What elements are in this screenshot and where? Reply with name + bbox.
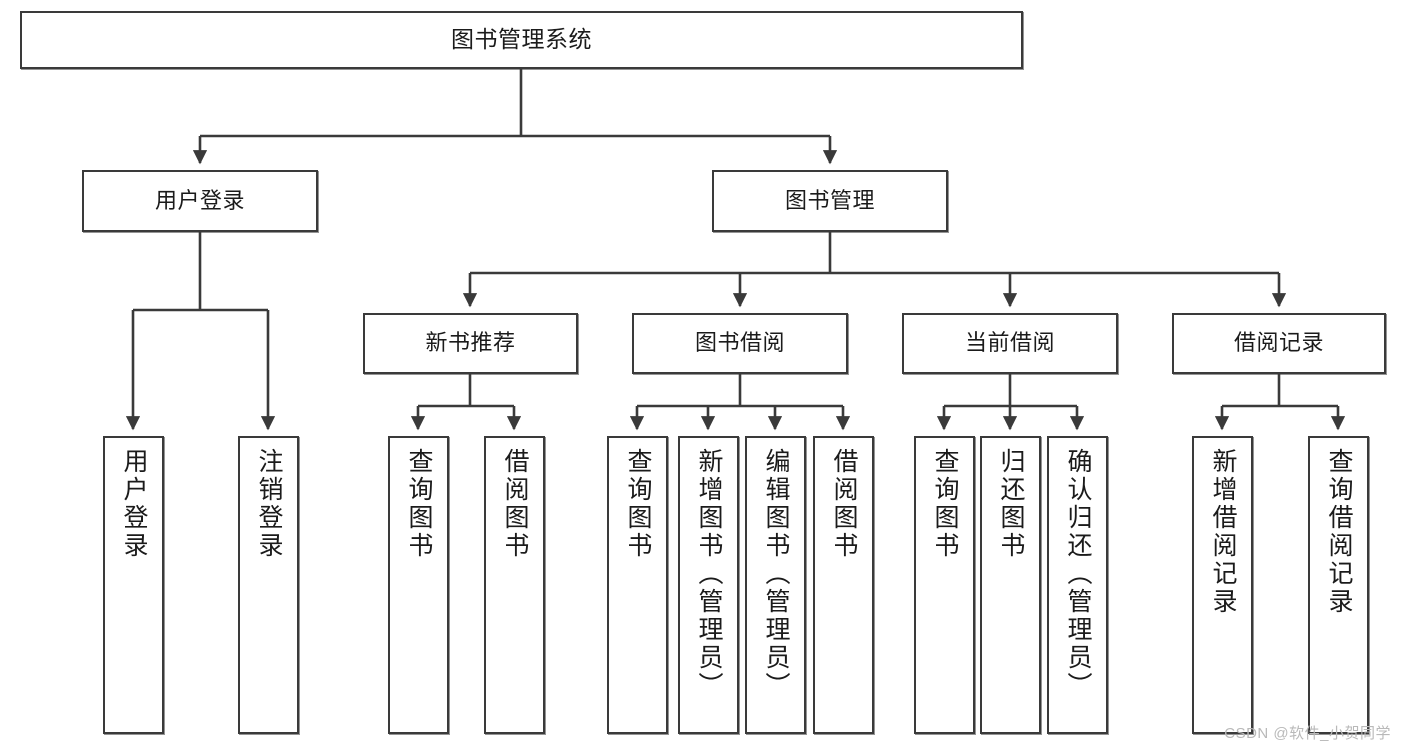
node-label: 用户登录 <box>120 448 148 560</box>
node-current-borrow[interactable]: 当前借阅 <box>902 313 1118 374</box>
node-leaf-query-book-recommend[interactable]: 查询图书 <box>388 436 449 734</box>
node-root-system[interactable]: 图书管理系统 <box>20 11 1023 69</box>
node-label: 图书借阅 <box>694 330 785 356</box>
node-label: 新增图书（管理员） <box>695 448 723 700</box>
node-label: 查询图书 <box>931 448 959 560</box>
node-label: 归还图书 <box>997 448 1025 560</box>
node-book-borrow[interactable]: 图书借阅 <box>632 313 848 374</box>
node-label: 新增借阅记录 <box>1209 448 1237 616</box>
node-leaf-query-book-current[interactable]: 查询图书 <box>914 436 975 734</box>
node-leaf-confirm-return-admin[interactable]: 确认归还（管理员） <box>1047 436 1108 734</box>
node-leaf-return-book[interactable]: 归还图书 <box>980 436 1041 734</box>
node-leaf-add-borrow-record[interactable]: 新增借阅记录 <box>1192 436 1253 734</box>
node-label: 借阅记录 <box>1233 330 1324 356</box>
node-label: 查询图书 <box>624 448 652 560</box>
node-label: 用户登录 <box>154 187 245 213</box>
node-label: 借阅图书 <box>830 448 858 560</box>
node-borrow-record[interactable]: 借阅记录 <box>1172 313 1386 374</box>
node-user-login[interactable]: 用户登录 <box>82 170 318 232</box>
node-label: 借阅图书 <box>501 448 529 560</box>
node-label: 查询借阅记录 <box>1325 448 1353 616</box>
node-label: 当前借阅 <box>964 330 1055 356</box>
node-leaf-edit-book-admin[interactable]: 编辑图书（管理员） <box>745 436 806 734</box>
node-new-book-recommend[interactable]: 新书推荐 <box>363 313 578 374</box>
node-leaf-query-book-borrow[interactable]: 查询图书 <box>607 436 668 734</box>
watermark-text: CSDN @软件_小贺同学 <box>1224 725 1391 742</box>
node-label: 图书管理 <box>784 187 875 213</box>
node-leaf-borrow-book-recommend[interactable]: 借阅图书 <box>484 436 545 734</box>
node-leaf-borrow-book[interactable]: 借阅图书 <box>813 436 874 734</box>
node-leaf-user-logout[interactable]: 注销登录 <box>238 436 299 734</box>
node-label: 注销登录 <box>255 448 283 560</box>
node-book-manage[interactable]: 图书管理 <box>712 170 948 232</box>
node-leaf-query-borrow-record[interactable]: 查询借阅记录 <box>1308 436 1369 734</box>
node-leaf-add-book-admin[interactable]: 新增图书（管理员） <box>678 436 739 734</box>
node-label: 编辑图书（管理员） <box>762 448 790 700</box>
node-label: 新书推荐 <box>425 330 516 356</box>
node-leaf-user-login[interactable]: 用户登录 <box>103 436 164 734</box>
node-label: 图书管理系统 <box>451 26 592 53</box>
node-label: 查询图书 <box>405 448 433 560</box>
node-label: 确认归还（管理员） <box>1064 448 1092 700</box>
